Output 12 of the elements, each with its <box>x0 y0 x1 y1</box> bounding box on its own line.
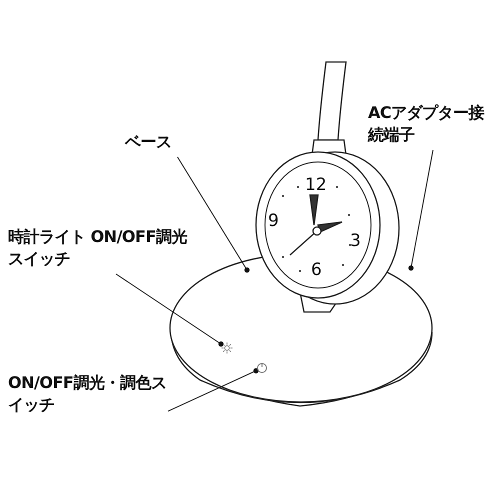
leader-line <box>408 150 434 271</box>
leader-line <box>116 274 224 347</box>
leader-line <box>177 156 250 273</box>
callout-label: ベース <box>125 131 172 153</box>
clock-numeral: 9 <box>268 213 279 230</box>
callout-label: ACアダプター接続端子 <box>368 102 486 146</box>
clock-numeral: 12 <box>305 177 327 194</box>
clock-numeral: 6 <box>311 262 322 279</box>
clock-numeral: 3 <box>350 233 361 250</box>
callout-label: ON/OFF調光・調色スイッチ <box>8 372 168 416</box>
callout-label: 時計ライト ON/OFF調光スイッチ <box>8 226 188 270</box>
leader-line <box>168 368 259 412</box>
